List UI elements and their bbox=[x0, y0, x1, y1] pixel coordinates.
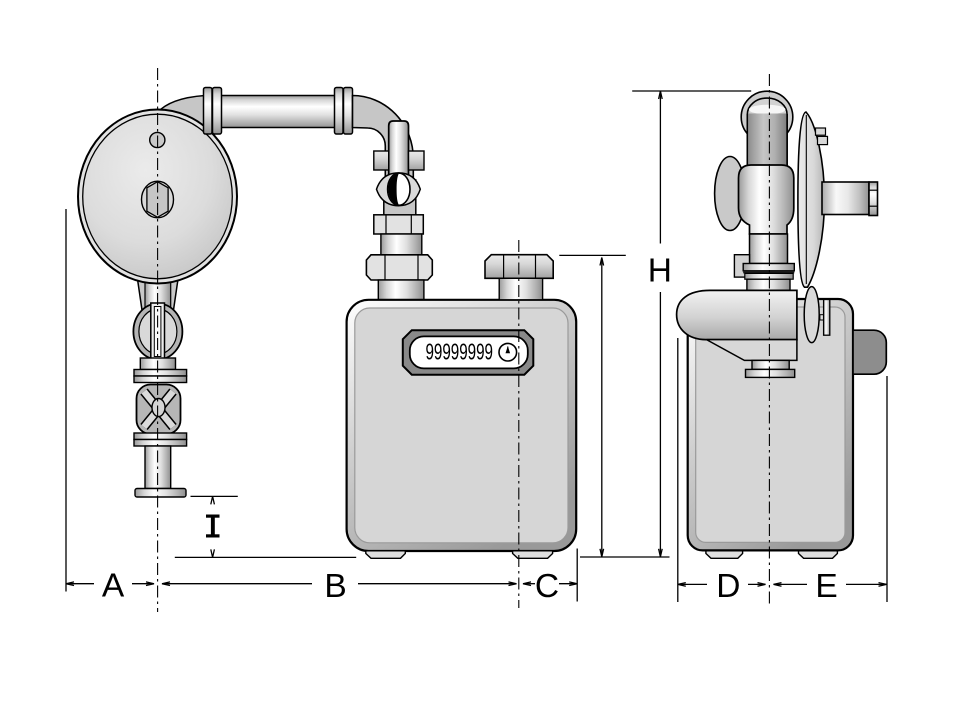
svg-text:A: A bbox=[102, 568, 125, 605]
svg-text:99999999: 99999999 bbox=[426, 339, 494, 365]
svg-text:E: E bbox=[815, 568, 837, 605]
svg-text:C: C bbox=[535, 568, 559, 605]
svg-text:D: D bbox=[716, 568, 740, 605]
svg-text:H: H bbox=[648, 252, 672, 289]
svg-text:B: B bbox=[324, 568, 346, 605]
